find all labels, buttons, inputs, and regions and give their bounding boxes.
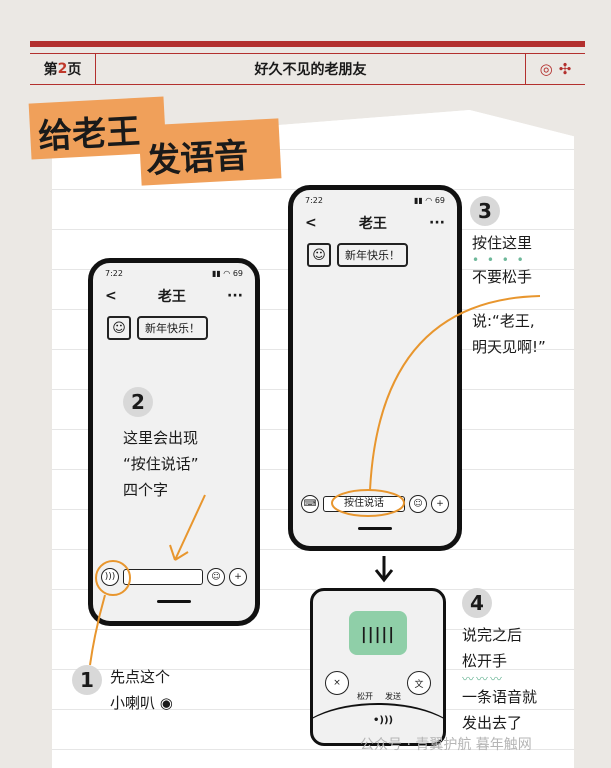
- release-label: 松开: [357, 692, 373, 701]
- down-arrow-icon: [374, 556, 394, 583]
- step4-line: 一条语音就: [462, 688, 538, 706]
- emoji-icon[interactable]: ☺: [409, 495, 427, 513]
- status-bar: 7:22 ▮▮ ◠ 69: [293, 190, 457, 211]
- contact-name: 老王: [157, 289, 186, 305]
- pointer-line-3: [369, 295, 541, 491]
- speaker-icon: ◉: [159, 694, 173, 712]
- send-label: 发送: [385, 692, 401, 701]
- cancel-icon[interactable]: ×: [325, 671, 349, 695]
- message-bubble: 新年快乐！: [337, 243, 408, 267]
- battery: ▮▮ ◠ 69: [211, 269, 243, 278]
- step3-line: 明天见啊!”: [472, 338, 546, 356]
- message-bubble: 新年快乐！: [137, 316, 208, 340]
- step3-line: 说:“老王,: [472, 312, 535, 330]
- step-badge-4: 4: [462, 588, 492, 618]
- time: 7:22: [305, 196, 323, 205]
- page-num: 2: [57, 61, 68, 77]
- step2-line: 这里会出现: [123, 429, 199, 447]
- emphasis-dots: • • • •: [472, 253, 526, 267]
- battery: ▮▮ ◠ 69: [413, 196, 445, 205]
- step3-line: 不要松手: [472, 268, 533, 286]
- step2-line: “按住说话”: [123, 455, 199, 473]
- highlight-ellipse-hold: [331, 489, 405, 517]
- step-badge-1: 1: [72, 665, 102, 695]
- coin-icon: ◎: [539, 60, 553, 78]
- plus-icon[interactable]: +: [431, 495, 449, 513]
- step4-line: 说完之后: [462, 626, 523, 644]
- home-indicator: [358, 527, 392, 530]
- highlight-circle-voice: [95, 560, 131, 596]
- time: 7:22: [105, 269, 123, 278]
- step-badge-3: 3: [470, 196, 500, 226]
- page-suffix: 页: [67, 62, 82, 78]
- contact-name: 老王: [358, 216, 387, 232]
- header-rule: [30, 41, 585, 47]
- step3-line: 按住这里: [472, 234, 533, 252]
- voice-recording-panel: ||||| × 文 松开 发送 •))): [310, 588, 446, 746]
- step-badge-2: 2: [123, 387, 153, 417]
- step1-line: 先点这个: [110, 668, 171, 686]
- chat-nav: < 老王 ···: [293, 211, 457, 235]
- avatar: ☺: [307, 243, 331, 267]
- back-icon[interactable]: <: [105, 288, 117, 304]
- emoji-icon[interactable]: ☺: [207, 568, 225, 586]
- status-bar: 7:22 ▮▮ ◠ 69: [93, 263, 255, 284]
- speaker-icon: •))): [373, 715, 394, 726]
- input-area: ⌨按住说话☺+: [293, 495, 457, 530]
- waveform-icon: |||||: [349, 611, 407, 655]
- step4-text: 说完之后 松开手 〰〰〰 一条语音就 发出去了: [462, 622, 537, 736]
- avatar: ☺: [107, 316, 131, 340]
- step1-text: 先点这个小喇叭 ◉: [110, 664, 173, 716]
- hold-area[interactable]: [313, 703, 443, 743]
- voice-icon[interactable]: ))): [101, 568, 119, 586]
- wavy-underline: 〰〰〰: [462, 672, 505, 686]
- step2-text: 这里会出现 “按住说话” 四个字: [123, 425, 199, 503]
- pointer-arrow-2: [169, 494, 206, 561]
- message-row: ☺新年快乐！: [293, 235, 457, 275]
- text-input[interactable]: [123, 569, 203, 585]
- chat-nav: < 老王 ···: [93, 284, 255, 308]
- more-icon[interactable]: ···: [227, 288, 243, 304]
- input-area: ))) ☺+: [93, 568, 255, 603]
- step2-line: 四个字: [123, 481, 169, 499]
- page-title: 好久不见的老朋友: [254, 62, 367, 78]
- knot-icon: ✣: [558, 60, 572, 78]
- step3-text: 按住这里 • • • • 不要松手 说:“老王, 明天见啊!”: [472, 230, 546, 360]
- more-icon[interactable]: ···: [429, 215, 445, 231]
- watermark: 公众号 · 青翼护航 暮年触网: [360, 737, 532, 753]
- header-icons: ◎✣: [525, 54, 585, 84]
- to-text-icon[interactable]: 文: [407, 671, 431, 695]
- step4-line: 松开手: [462, 652, 508, 670]
- pointer-line-1: [89, 594, 106, 666]
- plus-icon[interactable]: +: [229, 568, 247, 586]
- step1-line: 小喇叭 ◉: [110, 694, 173, 712]
- home-indicator: [157, 600, 191, 603]
- back-icon[interactable]: <: [305, 215, 317, 231]
- phone-step1: 7:22▮▮ ◠ 69 <老王··· ☺新年快乐！ )))☺+: [88, 258, 260, 626]
- page-prefix: 第: [43, 62, 58, 78]
- step4-line: 发出去了: [462, 714, 523, 732]
- message-row: ☺新年快乐！: [93, 308, 255, 348]
- keyboard-icon[interactable]: ⌨: [301, 495, 319, 513]
